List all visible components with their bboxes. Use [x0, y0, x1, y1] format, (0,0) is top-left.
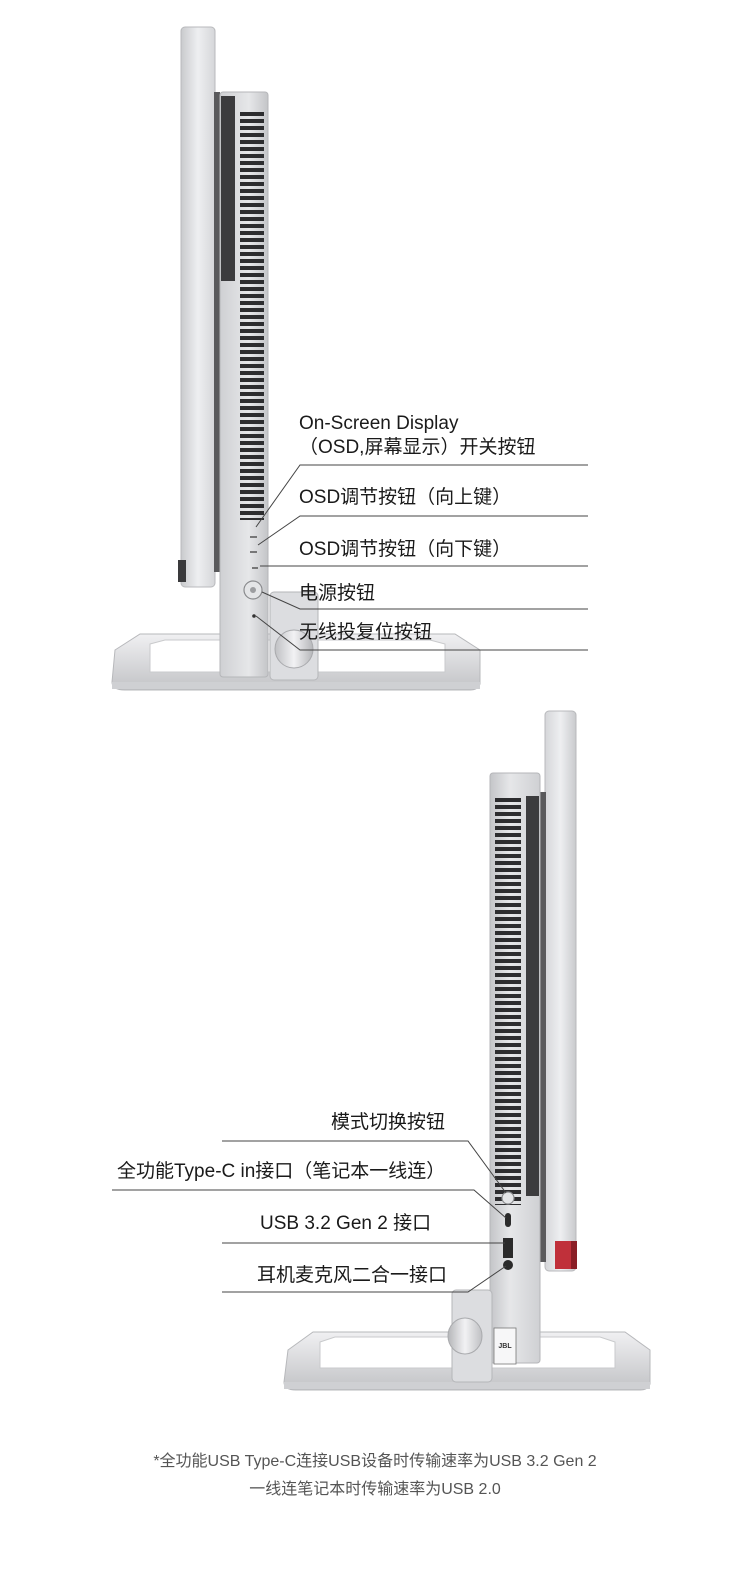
callout-typec: 全功能Type-C in接口（笔记本一线连） — [117, 1161, 446, 1182]
rear-body — [219, 91, 269, 678]
jbl-badge-text: JBL — [498, 1343, 512, 1350]
monitor-side-view-left — [111, 26, 588, 691]
rear-body — [489, 772, 541, 1364]
callout-lines-bottom — [112, 1140, 507, 1293]
monitor-side-view-right — [112, 710, 651, 1391]
stand-cylinder — [269, 591, 319, 681]
screen-panel — [540, 710, 577, 1272]
callout-usb: USB 3.2 Gen 2 接口 — [260, 1213, 432, 1234]
callout-lines-top — [255, 464, 588, 651]
footnote-line-2: 一线连笔记本时传输速率为USB 2.0 — [249, 1481, 501, 1498]
footnote-line-1: *全功能USB Type-C连接USB设备时传输速率为USB 3.2 Gen 2 — [153, 1453, 597, 1470]
callout-wireless-reset: 无线投复位按钮 — [299, 622, 433, 643]
callout-audio: 耳机麦克风二合一接口 — [257, 1265, 448, 1286]
bottom-side-view: 模式切换按钮 全功能Type-C in接口（笔记本一线连） USB 3.2 Ge… — [0, 700, 750, 1400]
callout-osd-up: OSD调节按钮（向上键） — [299, 487, 512, 508]
top-side-view: On-Screen Display （OSD,屏幕显示）开关按钮 OSD调节按钮… — [0, 0, 750, 700]
callout-osd-toggle: （OSD,屏幕显示）开关按钮 — [299, 437, 536, 458]
stand-cylinder — [447, 1289, 493, 1383]
side-ports — [501, 1191, 515, 1270]
screen-panel — [178, 26, 220, 588]
callout-mode-switch: 模式切换按钮 — [331, 1112, 446, 1133]
callout-power: 电源按钮 — [299, 583, 376, 604]
callout-osd-down: OSD调节按钮（向下键） — [299, 539, 512, 560]
side-buttons — [243, 536, 263, 618]
jbl-badge — [493, 1327, 517, 1365]
callout-osd-title: On-Screen Display — [299, 413, 459, 434]
